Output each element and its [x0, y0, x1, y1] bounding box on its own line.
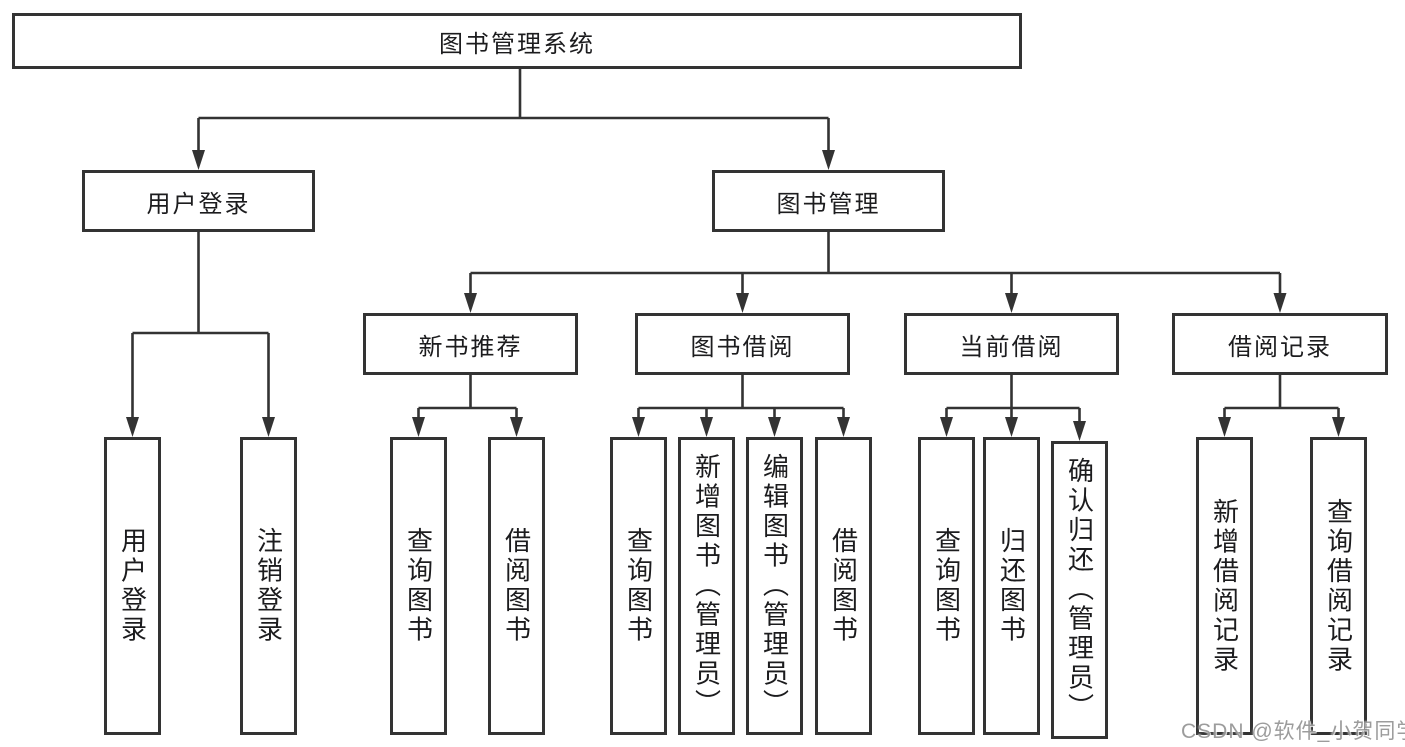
leaf-query-books-2: 查询图书 [610, 437, 667, 735]
node-user-login-label: 用户登录 [146, 190, 251, 218]
node-new-book-recommend: 新书推荐 [363, 313, 578, 375]
node-root-label: 图书管理系统 [439, 30, 595, 58]
leaf-query-books-1-label: 查询图书 [403, 527, 434, 645]
leaf-query-books-2-label: 查询图书 [623, 527, 654, 645]
node-book-management-label: 图书管理 [776, 190, 881, 218]
leaf-add-borrow-record: 新增借阅记录 [1196, 437, 1253, 735]
node-current-borrowing-label: 当前借阅 [959, 333, 1064, 361]
node-new-book-recommend-label: 新书推荐 [418, 333, 523, 361]
node-root: 图书管理系统 [12, 13, 1022, 69]
leaf-user-login-label: 用户登录 [117, 527, 148, 645]
node-book-borrowing: 图书借阅 [635, 313, 850, 375]
leaf-query-borrow-record-label: 查询借阅记录 [1323, 497, 1354, 675]
leaf-query-books-1: 查询图书 [390, 437, 447, 735]
leaf-edit-books-admin-label: 编辑图书（管理员） [759, 453, 790, 719]
leaf-confirm-return-admin-label: 确认归还（管理员） [1064, 457, 1095, 723]
leaf-query-borrow-record: 查询借阅记录 [1310, 437, 1367, 735]
leaf-query-books-3-label: 查询图书 [931, 527, 962, 645]
leaf-borrow-books-1: 借阅图书 [488, 437, 545, 735]
leaf-borrow-books-2-label: 借阅图书 [828, 527, 859, 645]
node-book-borrowing-label: 图书借阅 [690, 333, 795, 361]
leaf-add-books-admin: 新增图书（管理员） [678, 437, 735, 735]
leaf-logout: 注销登录 [240, 437, 297, 735]
leaf-add-books-admin-label: 新增图书（管理员） [691, 453, 722, 719]
leaf-confirm-return-admin: 确认归还（管理员） [1051, 441, 1108, 739]
leaf-return-books: 归还图书 [983, 437, 1040, 735]
csdn-watermark: CSDN @软件_小贺同学 [1181, 720, 1405, 743]
leaf-logout-label: 注销登录 [253, 527, 284, 645]
node-borrowing-records-label: 借阅记录 [1228, 333, 1332, 361]
leaf-borrow-books-2: 借阅图书 [815, 437, 872, 735]
leaf-query-books-3: 查询图书 [918, 437, 975, 735]
leaf-borrow-books-1-label: 借阅图书 [501, 527, 532, 645]
leaf-return-books-label: 归还图书 [996, 527, 1027, 645]
node-user-login: 用户登录 [82, 170, 315, 232]
node-current-borrowing: 当前借阅 [904, 313, 1119, 375]
node-book-management: 图书管理 [712, 170, 945, 232]
leaf-add-borrow-record-label: 新增借阅记录 [1209, 497, 1240, 675]
leaf-user-login: 用户登录 [104, 437, 161, 735]
node-borrowing-records: 借阅记录 [1172, 313, 1388, 375]
leaf-edit-books-admin: 编辑图书（管理员） [746, 437, 803, 735]
